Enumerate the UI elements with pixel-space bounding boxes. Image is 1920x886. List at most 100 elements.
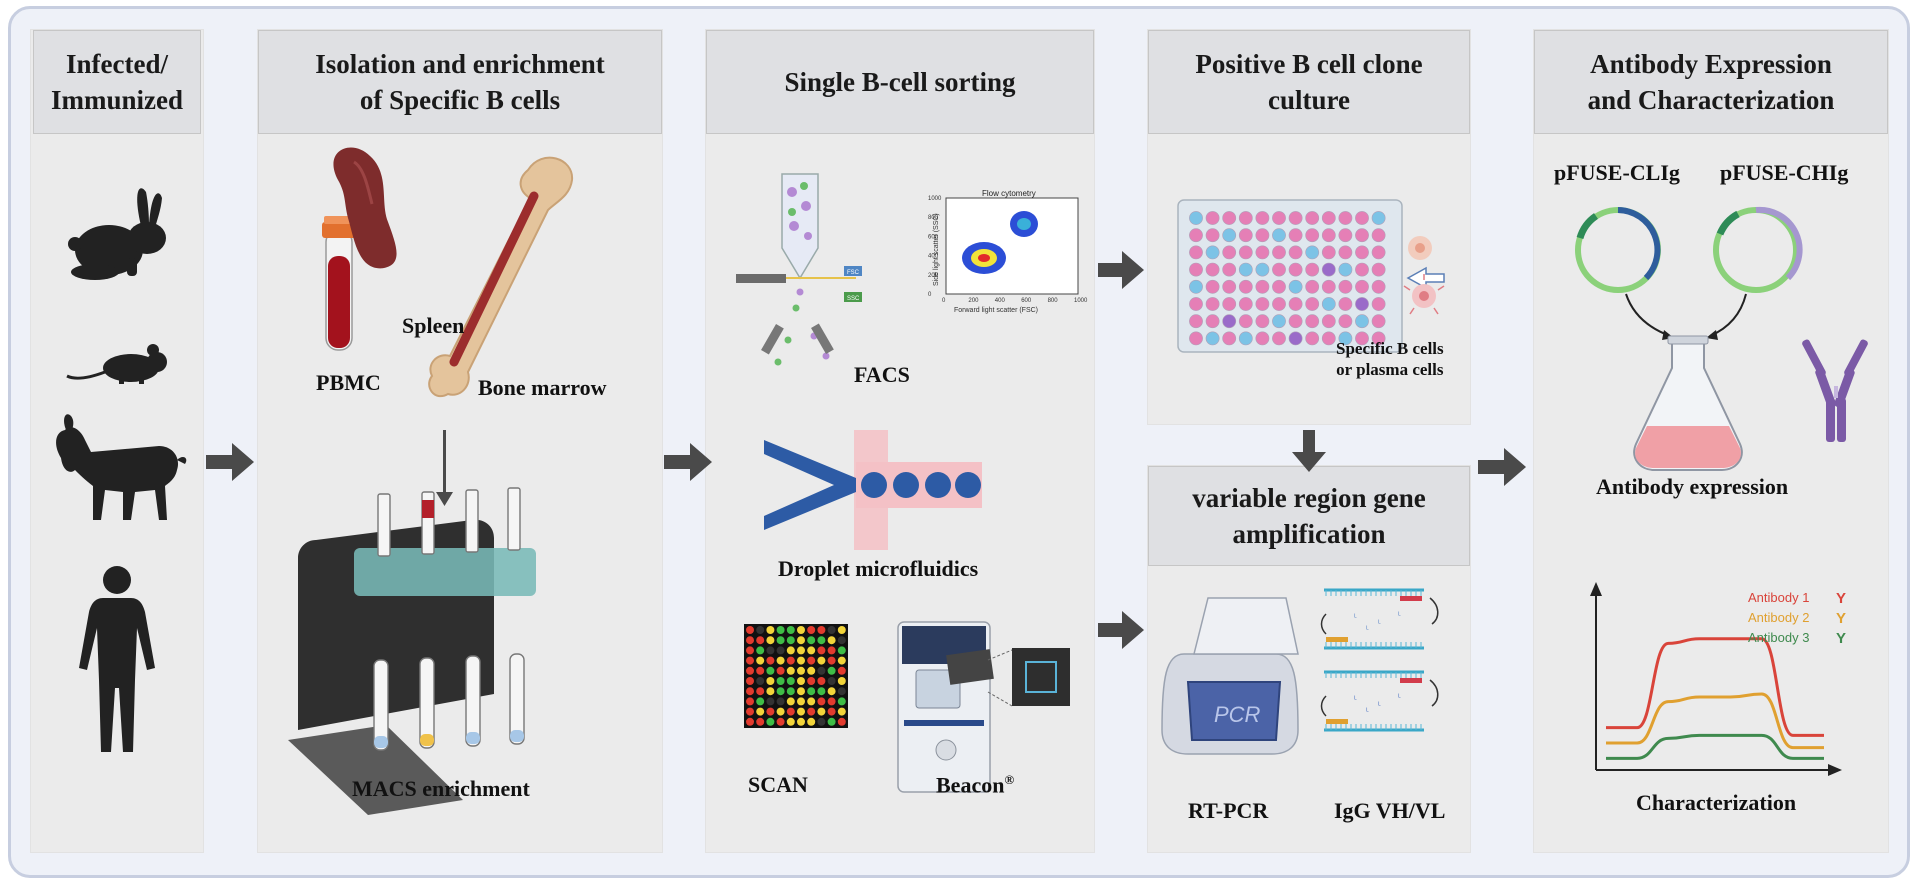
scan-spot [827, 717, 836, 726]
scan-spot [776, 626, 785, 634]
isolation-illustrations [288, 147, 574, 815]
scan-spot [807, 666, 816, 675]
expression-illustrations [1575, 206, 1868, 471]
plate-well [1255, 331, 1270, 346]
plate-well [1321, 228, 1336, 243]
flow-ytick: 0 [928, 292, 932, 298]
plate-well [1255, 262, 1270, 277]
primer-reverse [1400, 678, 1422, 683]
macs-rack-icon [288, 487, 536, 815]
plate-well [1355, 297, 1369, 311]
plate-well [1205, 314, 1220, 329]
scan-spot [766, 656, 775, 665]
plate-well [1255, 279, 1270, 294]
plate-well [1371, 279, 1386, 294]
plate-well [1272, 279, 1286, 294]
arrow-sorting-to-amplification [1098, 611, 1144, 649]
scan-spot [746, 707, 754, 716]
antibody-icon [1802, 339, 1868, 442]
plate-well [1238, 314, 1253, 329]
primer-reverse [1400, 596, 1422, 601]
plate-well [1288, 245, 1303, 260]
plate-well [1189, 262, 1203, 277]
nucleotide-glyph: ᶫ [1398, 610, 1401, 621]
animal-icons [56, 188, 187, 752]
plate-well [1238, 211, 1253, 225]
dna-arrow [1320, 695, 1327, 717]
scan-spot [746, 626, 754, 634]
plate-well [1371, 297, 1386, 311]
scan-spot [786, 666, 795, 675]
plate-well [1371, 228, 1386, 243]
legend-antibody-icon-3: Y [1836, 630, 1846, 647]
nucleotide-glyph: ᶫ [1378, 618, 1381, 629]
droplet-microfluidics-icon [764, 430, 982, 550]
legend-label-2: Antibody 2 [1748, 610, 1809, 625]
legend-antibody-icon-1: Y [1836, 590, 1846, 607]
plate-well [1222, 279, 1237, 294]
dna-arrow [1320, 613, 1327, 635]
label-rt-pcr: RT-PCR [1188, 798, 1269, 823]
scan-spot [837, 646, 846, 655]
arrow-isolation-to-macs [436, 430, 453, 506]
scan-spot [756, 666, 765, 675]
plate-well [1205, 228, 1220, 243]
flow-cytometry-xlabel: Forward light scatter (FSC) [954, 307, 1038, 314]
scan-spot [756, 717, 765, 726]
flow-xtick: 0 [942, 298, 946, 304]
scan-spot [797, 626, 805, 634]
scan-spot [756, 636, 765, 645]
plate-well [1205, 297, 1220, 311]
plate-well [1255, 211, 1270, 225]
label-macs-enrichment: MACS enrichment [352, 776, 530, 801]
sorting-illustrations: FSC SSC Flow cytometry Forward light sca… [736, 173, 1088, 793]
plate-well [1338, 297, 1353, 311]
scan-spot [766, 707, 775, 716]
plate-well [1189, 279, 1203, 294]
nucleotide-glyph: ᶫ [1354, 694, 1357, 705]
arrow-light-to-flask [1625, 293, 1671, 337]
plate-well [1288, 228, 1303, 243]
plate-well [1321, 331, 1336, 346]
scan-spot [817, 626, 826, 634]
flask-icon [1633, 335, 1743, 471]
scan-spot [776, 666, 785, 675]
series-line-2 [1606, 692, 1824, 750]
scan-spot [827, 687, 836, 696]
plate-well [1288, 297, 1303, 311]
plate-well [1222, 228, 1237, 243]
dna-arrow [1429, 597, 1439, 625]
plate-well [1189, 245, 1203, 260]
scan-spot [837, 677, 846, 685]
scan-spot [786, 656, 795, 665]
plate-well [1272, 262, 1286, 277]
scan-spot [827, 646, 836, 655]
scan-spot [817, 646, 826, 655]
scan-spot [837, 656, 846, 665]
scan-spot [807, 707, 816, 716]
plate-well [1222, 331, 1237, 346]
plate-well [1272, 297, 1286, 311]
bone-marrow-icon [428, 156, 574, 397]
plasma-cell-icon [1403, 274, 1445, 315]
scan-spot [756, 656, 765, 665]
plate-well [1338, 279, 1353, 294]
scan-spot [766, 666, 775, 675]
scan-spot [746, 677, 754, 685]
legend-label-1: Antibody 1 [1748, 590, 1809, 605]
plate-well [1321, 262, 1336, 277]
scan-spot [827, 666, 836, 675]
scan-spot [837, 707, 846, 716]
scan-spot [837, 697, 846, 706]
label-pfuse-clig: pFUSE-CLIg [1554, 160, 1680, 185]
scan-spot [827, 677, 836, 685]
scan-spot [786, 677, 795, 685]
scan-spot [746, 656, 754, 665]
primer-forward [1326, 637, 1348, 642]
plate-well [1305, 228, 1320, 243]
plate-well [1288, 279, 1303, 294]
scan-spot [766, 717, 775, 726]
scan-spot [776, 717, 785, 726]
scan-spot [786, 707, 795, 716]
